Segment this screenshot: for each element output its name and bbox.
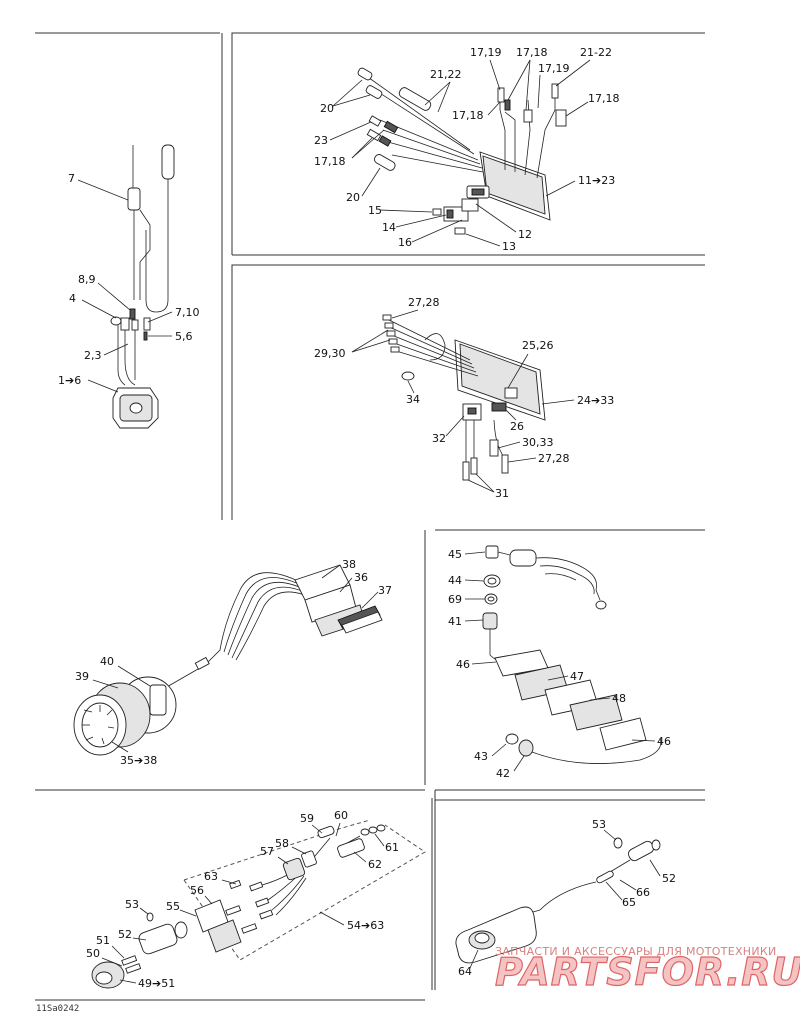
callout-2-3: 2,3 bbox=[84, 349, 102, 362]
ignition-switch-callouts: 38 36 37 40 39 35➔38 bbox=[75, 558, 392, 767]
callout-64: 64 bbox=[458, 965, 472, 978]
tether-cord-callouts: 45 44 69 41 46 47 48 46 43 42 bbox=[448, 548, 671, 780]
callout-29-30: 29,30 bbox=[314, 347, 346, 360]
callout-36: 36 bbox=[354, 571, 368, 584]
callout-7: 7 bbox=[68, 172, 75, 185]
callout-41: 41 bbox=[448, 615, 462, 628]
callout-21-22-b: 21,22 bbox=[430, 68, 462, 81]
callout-53: 53 bbox=[125, 898, 139, 911]
callout-7-10: 7,10 bbox=[175, 306, 200, 319]
callout-69: 69 bbox=[448, 593, 462, 606]
callout-62: 62 bbox=[368, 858, 382, 871]
callout-26: 26 bbox=[510, 420, 524, 433]
callout-63: 63 bbox=[204, 870, 218, 883]
callout-20-a: 20 bbox=[320, 102, 334, 115]
callout-25-26: 25,26 bbox=[522, 339, 554, 352]
callout-37: 37 bbox=[378, 584, 392, 597]
callout-45: 45 bbox=[448, 548, 462, 561]
callout-27-28-a: 27,28 bbox=[408, 296, 440, 309]
callout-4: 4 bbox=[69, 292, 76, 305]
watermark-logo: PARTSFOR.RU bbox=[495, 950, 800, 994]
callout-30-33: 30,33 bbox=[522, 436, 554, 449]
callout-59: 59 bbox=[300, 812, 314, 825]
callout-58: 58 bbox=[275, 837, 289, 850]
callout-42: 42 bbox=[496, 767, 510, 780]
callout-1-6: 1➔6 bbox=[58, 374, 81, 387]
callout-8-9: 8,9 bbox=[78, 273, 96, 286]
callout-15: 15 bbox=[368, 204, 382, 217]
callout-17-18-c: 17,18 bbox=[452, 109, 484, 122]
callout-51: 51 bbox=[96, 934, 110, 947]
dess-post-section bbox=[455, 837, 661, 964]
callout-40: 40 bbox=[100, 655, 114, 668]
callout-43: 43 bbox=[474, 750, 488, 763]
callout-57: 57 bbox=[260, 845, 274, 858]
callout-49-51: 49➔51 bbox=[138, 977, 175, 990]
callout-55: 55 bbox=[166, 900, 180, 913]
callout-23: 23 bbox=[314, 134, 328, 147]
callout-11-23: 11➔23 bbox=[578, 174, 615, 187]
callout-47: 47 bbox=[570, 670, 584, 683]
callout-56: 56 bbox=[190, 884, 204, 897]
callout-44: 44 bbox=[448, 574, 462, 587]
harness-middle-section bbox=[382, 314, 546, 481]
callout-50: 50 bbox=[86, 947, 100, 960]
callout-24-33: 24➔33 bbox=[577, 394, 614, 407]
callout-46-a: 46 bbox=[456, 658, 470, 671]
tether-cord-section bbox=[482, 545, 662, 764]
callout-31: 31 bbox=[495, 487, 509, 500]
callout-12: 12 bbox=[518, 228, 532, 241]
callout-38: 38 bbox=[342, 558, 356, 571]
callout-52: 52 bbox=[118, 928, 132, 941]
callout-35-38: 35➔38 bbox=[120, 754, 157, 767]
callout-13: 13 bbox=[502, 240, 516, 253]
watermark-tagline: ЗАПЧАСТИ И АКСЕССУАРЫ ДЛЯ МОТОТЕХНИКИ bbox=[495, 945, 777, 958]
callout-61: 61 bbox=[385, 841, 399, 854]
ignition-switch-section bbox=[73, 564, 383, 756]
callout-34: 34 bbox=[406, 393, 420, 406]
callout-17-19-a: 17,19 bbox=[470, 46, 502, 59]
dess-harness-section bbox=[91, 819, 426, 989]
callout-17-19-b: 17,19 bbox=[538, 62, 570, 75]
callout-14: 14 bbox=[382, 221, 396, 234]
callout-60: 60 bbox=[334, 809, 348, 822]
callout-5-6: 5,6 bbox=[175, 330, 193, 343]
callout-46-b: 46 bbox=[657, 735, 671, 748]
gauge-sender-callouts: 7 8,9 4 7,10 5,6 2,3 1➔6 bbox=[58, 172, 200, 393]
callout-17-18-a: 17,18 bbox=[516, 46, 548, 59]
callout-53-post: 53 bbox=[592, 818, 606, 831]
callout-39: 39 bbox=[75, 670, 89, 683]
section-frames bbox=[35, 32, 705, 1001]
harness-middle-callouts: 27,28 29,30 25,26 34 24➔33 26 32 30,33 2… bbox=[314, 296, 614, 500]
callout-20-b: 20 bbox=[346, 191, 360, 204]
callout-52-post: 52 bbox=[662, 872, 676, 885]
diagram-reference: 11Sa0242 bbox=[36, 1004, 79, 1014]
harness-top-callouts: 17,19 17,18 21-22 21,22 17,19 17,18 17,1… bbox=[314, 46, 620, 253]
callout-17-18-d: 17,18 bbox=[314, 155, 346, 168]
dess-post-callouts: 53 52 66 65 64 bbox=[458, 818, 676, 978]
callout-48: 48 bbox=[612, 692, 626, 705]
watermark: ЗАПЧАСТИ И АКСЕССУАРЫ ДЛЯ МОТОТЕХНИКИ PA… bbox=[494, 945, 800, 995]
callout-65: 65 bbox=[622, 896, 636, 909]
callout-66: 66 bbox=[636, 886, 650, 899]
callout-21-22-a: 21-22 bbox=[580, 46, 612, 59]
dess-harness-callouts: 59 60 58 61 57 62 63 56 53 55 54➔63 52 5… bbox=[86, 809, 399, 990]
callout-17-18-b: 17,18 bbox=[588, 92, 620, 105]
callout-27-28-b: 27,28 bbox=[538, 452, 570, 465]
harness-top-section bbox=[357, 67, 567, 235]
callout-54-63: 54➔63 bbox=[347, 919, 384, 932]
gauge-sender-section bbox=[110, 144, 175, 429]
callout-16: 16 bbox=[398, 236, 412, 249]
callout-32: 32 bbox=[432, 432, 446, 445]
